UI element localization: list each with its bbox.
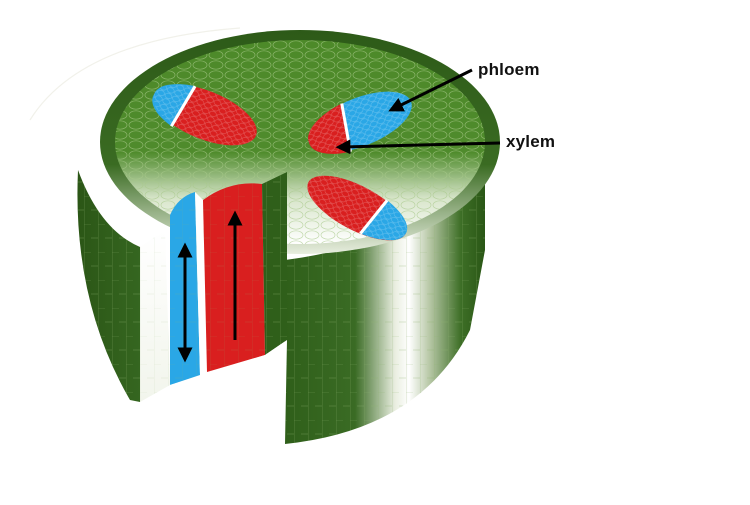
phloem-pointer-arrow-icon <box>388 68 473 112</box>
background-arc <box>29 27 241 121</box>
vascular-bundle-upper-left <box>152 84 257 146</box>
phloem-label: phloem <box>478 60 540 79</box>
left-wall <box>77 170 140 402</box>
vascular-bundle-lower-right <box>307 175 408 241</box>
xylem-label: xylem <box>506 132 556 151</box>
xylem-pointer-arrow-icon <box>335 139 501 155</box>
